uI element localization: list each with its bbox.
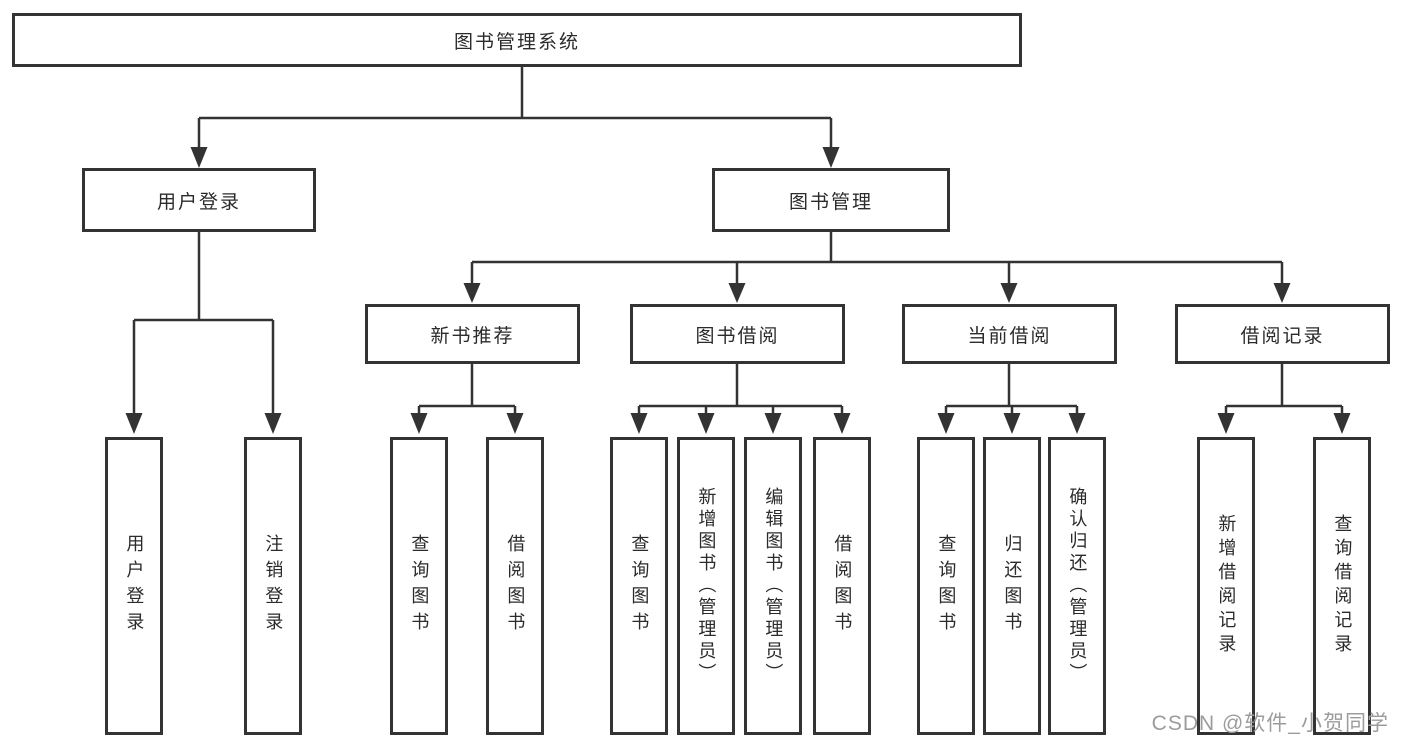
node-borrow-records-label: 借阅记录 — [1240, 325, 1325, 347]
node-recommend-borrow-books-label: 借阅图书 — [505, 534, 526, 638]
node-recommend-borrow-books: 借阅图书 — [486, 437, 544, 735]
node-current-return-books-label: 归还图书 — [1002, 534, 1023, 638]
node-borrow-borrow-books: 借阅图书 — [813, 437, 871, 735]
node-current-return-books: 归还图书 — [983, 437, 1041, 735]
node-root: 图书管理系统 — [12, 13, 1022, 67]
node-records-add-record-label: 新增借阅记录 — [1216, 514, 1237, 658]
node-borrow-edit-books-admin-label: 编辑图书（管理员） — [763, 487, 784, 685]
watermark: CSDN @软件_小贺同学 — [1151, 712, 1389, 735]
node-recommend-query-books-label: 查询图书 — [409, 534, 430, 638]
node-new-book-recommend-label: 新书推荐 — [430, 325, 515, 347]
node-login-label: 用户登录 — [124, 534, 145, 638]
node-borrow-edit-books-admin: 编辑图书（管理员） — [744, 437, 802, 735]
node-book-management-label: 图书管理 — [788, 191, 873, 213]
connector-borrow-records-children — [1217, 364, 1351, 434]
node-borrow-add-books-admin: 新增图书（管理员） — [677, 437, 735, 735]
node-book-management: 图书管理 — [712, 168, 950, 232]
node-user-login-label: 用户登录 — [156, 191, 241, 213]
node-recommend-query-books: 查询图书 — [390, 437, 448, 735]
connector-book-borrow-children — [630, 364, 851, 434]
node-current-borrow: 当前借阅 — [902, 304, 1117, 364]
node-borrow-add-books-admin-label: 新增图书（管理员） — [696, 487, 717, 685]
node-login: 用户登录 — [105, 437, 163, 735]
node-borrow-query-books: 查询图书 — [610, 437, 668, 735]
node-book-borrow-label: 图书借阅 — [695, 325, 780, 347]
node-current-confirm-return-admin-label: 确认归还（管理员） — [1067, 487, 1088, 685]
node-book-borrow: 图书借阅 — [630, 304, 845, 364]
connector-new-book-recommend-children — [410, 364, 524, 434]
node-logout-label: 注销登录 — [263, 534, 284, 638]
node-new-book-recommend: 新书推荐 — [365, 304, 580, 364]
node-current-borrow-label: 当前借阅 — [967, 325, 1052, 347]
node-current-confirm-return-admin: 确认归还（管理员） — [1048, 437, 1106, 735]
node-borrow-records: 借阅记录 — [1175, 304, 1390, 364]
node-current-query-books-label: 查询图书 — [936, 534, 957, 638]
node-user-login: 用户登录 — [82, 168, 316, 232]
connector-root-to-level2 — [190, 67, 840, 168]
connector-current-borrow-children — [937, 364, 1086, 434]
connector-book-management-children — [463, 232, 1291, 303]
node-records-query-record: 查询借阅记录 — [1313, 437, 1371, 735]
node-logout: 注销登录 — [244, 437, 302, 735]
node-records-query-record-label: 查询借阅记录 — [1332, 514, 1353, 658]
node-current-query-books: 查询图书 — [917, 437, 975, 735]
node-root-label: 图书管理系统 — [453, 31, 580, 53]
node-records-add-record: 新增借阅记录 — [1197, 437, 1255, 735]
node-borrow-borrow-books-label: 借阅图书 — [832, 534, 853, 638]
connector-user-login-children — [125, 232, 282, 434]
node-borrow-query-books-label: 查询图书 — [629, 534, 650, 638]
